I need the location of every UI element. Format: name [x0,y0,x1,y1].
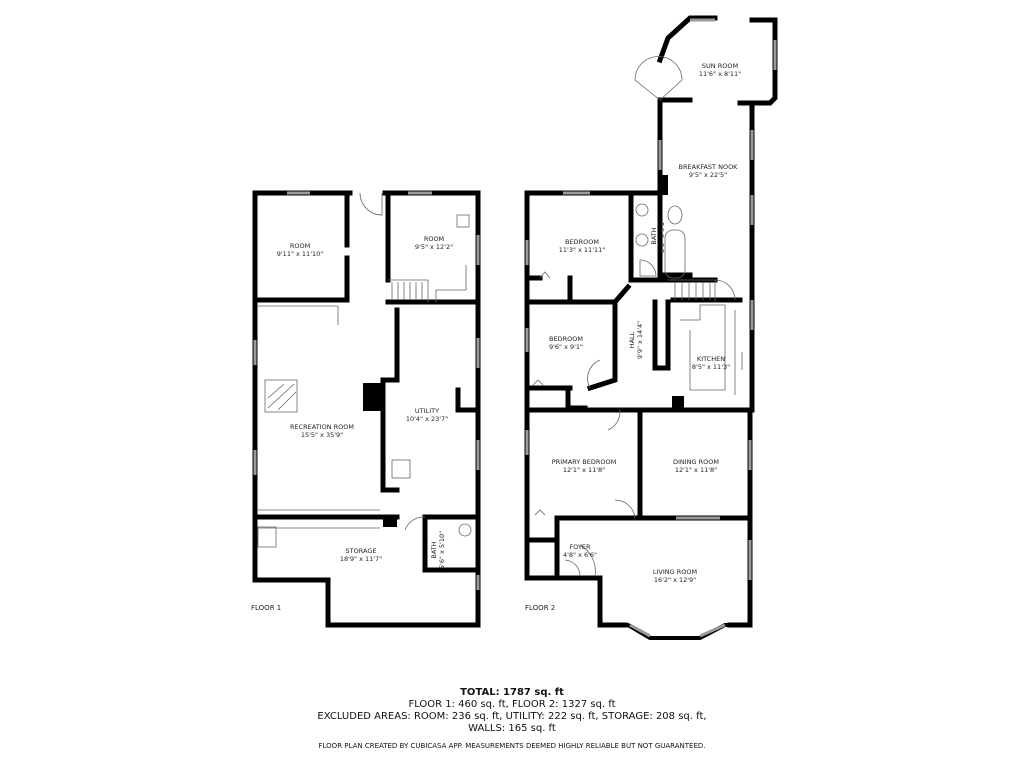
wall-block [383,515,397,527]
room-size: 9'9" x 14'4" [636,320,644,360]
chimney [363,383,383,411]
room-size: 18'9" x 11'7" [339,555,383,563]
room-name: BEDROOM [549,335,583,343]
room-name: HALL [628,331,636,349]
room-name: UTILITY [414,407,440,415]
room-size: 6'0" x 9'1" [658,218,666,254]
room-name: ROOM [423,235,445,243]
excluded-areas: EXCLUDED AREAS: ROOM: 236 sq. ft, UTILIT… [317,711,707,722]
room-size: 9'11" x 11'10" [276,250,324,258]
floor2-details [532,56,750,640]
wall-block [660,175,668,195]
room-size: 4'8" x 6'6" [562,551,598,559]
disclaimer: FLOOR PLAN CREATED BY CUBICASA APP. MEAS… [318,742,706,750]
floor2-walls [524,15,778,628]
room-size: 16'2" x 12'9" [653,576,697,584]
room-name: BATH [430,541,438,559]
room-size: 12'1" x 11'8" [674,466,718,474]
room-name: BEDROOM [565,238,599,246]
wall-block [672,396,684,410]
floor-areas: FLOOR 1: 460 sq. ft, FLOOR 2: 1327 sq. f… [408,699,616,710]
room-name: STORAGE [345,547,377,555]
room-size: 9'5" x 22'5" [688,171,728,179]
room-size: 9'5" x 12'2" [414,243,454,251]
room-name: FOYER [569,543,591,551]
room-size: 5'6" x 5'10" [438,530,446,570]
area-summary: TOTAL: 1787 sq. ft FLOOR 1: 460 sq. ft, … [0,687,1024,735]
room-size: 12'1" x 11'8" [562,466,606,474]
floor2-label: FLOOR 2 [525,604,556,612]
floor1-details [257,192,472,548]
total-area: TOTAL: 1787 sq. ft [460,687,564,698]
floor2-windows [525,18,777,638]
walls-area: WALLS: 165 sq. ft [468,723,556,734]
room-size: 11'6" x 8'11" [698,70,742,78]
room-size: 10'4" x 23'7" [405,415,449,423]
room-name: DINING ROOM [672,458,720,466]
room-name: BREAKFAST NOOK [678,163,738,171]
room-name: BATH [650,227,658,245]
floor1-label: FLOOR 1 [251,604,282,612]
room-size: 11'3" x 11'11" [558,246,606,254]
floor1-windows [253,191,480,590]
room-size: 15'5" x 35'9" [300,431,344,439]
room-name: LIVING ROOM [652,568,698,576]
room-size: 9'6" x 9'1" [548,343,584,351]
room-size: 8'5" x 11'3" [691,363,731,371]
room-name: SUN ROOM [701,62,739,70]
room-name: RECREATION ROOM [289,423,355,431]
room-name: KITCHEN [696,355,726,363]
room-name: ROOM [289,242,311,250]
room-name: PRIMARY BEDROOM [551,458,617,466]
